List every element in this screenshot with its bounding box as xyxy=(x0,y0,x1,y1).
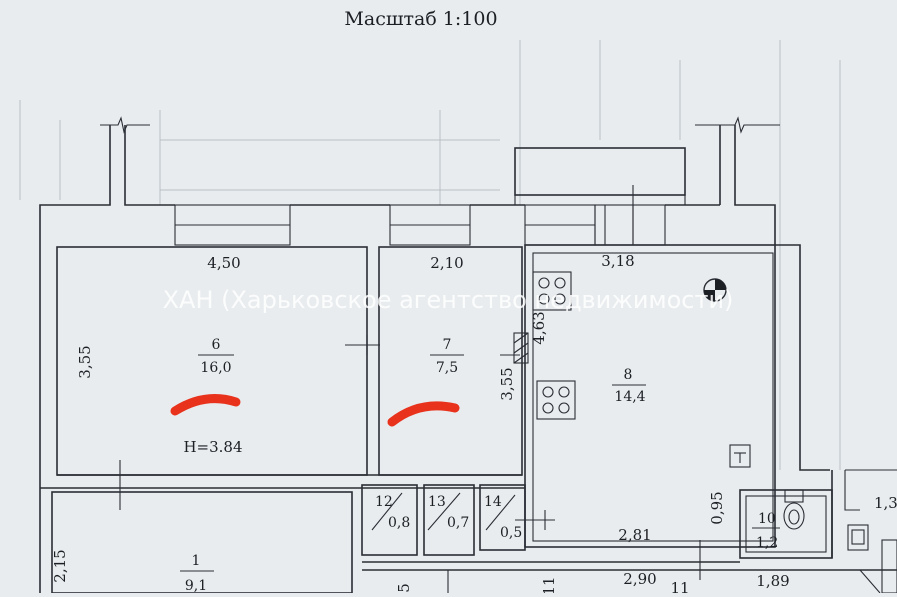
room-13 xyxy=(423,484,475,556)
vent-icon xyxy=(729,444,751,468)
marker-stroke-icon xyxy=(170,394,241,416)
balcony xyxy=(514,147,686,196)
dim-room8-side: 0,95 xyxy=(708,491,726,524)
dim-room10-width: 1,89 xyxy=(756,572,789,590)
room7-area: 7,5 xyxy=(436,360,458,376)
chimney-hatch xyxy=(513,332,529,364)
room1-number: 1 xyxy=(192,553,201,569)
room12-area: 0,8 xyxy=(388,515,410,531)
room6-area: 16,0 xyxy=(200,360,231,376)
room-14 xyxy=(479,484,526,551)
room14-area: 0,5 xyxy=(500,525,522,541)
marker-stroke-icon xyxy=(387,401,460,427)
wall-break-right xyxy=(695,116,780,134)
dim-room8-width: 3,18 xyxy=(601,252,634,270)
room-7: 2,10 3,55 7 7,5 xyxy=(378,246,523,476)
room10-number: 10 xyxy=(758,511,776,527)
small-rooms: 12 0,8 13 0,7 14 0,5 10 1,2 1,3 xyxy=(40,469,897,594)
room13-number: 13 xyxy=(428,494,446,510)
room7-number: 7 xyxy=(443,337,452,353)
room-6: 4,50 3,55 6 16,0 Н=3.84 xyxy=(56,246,380,510)
room-8: 3,18 4,63 8 14,4 2,81 0,95 xyxy=(513,244,776,548)
room6-height: Н=3.84 xyxy=(183,438,242,456)
background-form-lines xyxy=(19,40,841,470)
stove-icon xyxy=(532,271,572,311)
dim-room6-depth: 3,55 xyxy=(76,345,94,378)
room-1: 2,15 1 9,1 xyxy=(51,491,353,594)
dim-edge-right: 1,3 xyxy=(874,494,897,512)
dim-room7-depth: 3,55 xyxy=(498,367,516,400)
dim-edge-bottom-a: 11 xyxy=(670,579,689,593)
wall-break-left xyxy=(100,116,150,134)
room10-area: 1,2 xyxy=(756,535,778,551)
dim-edge-bottom-b: 11 xyxy=(540,576,558,593)
dim-room8-bottom: 2,81 xyxy=(618,526,651,544)
dim-edge-bottom-c: 5 xyxy=(395,583,413,593)
outer-walls xyxy=(39,116,830,593)
corridor: 2,90 1,89 11 11 5 xyxy=(362,540,897,597)
room1-area: 9,1 xyxy=(185,578,207,593)
dim-room8-depth: 4,63 xyxy=(530,311,548,344)
dim-room1-depth: 2,15 xyxy=(51,549,69,582)
room14-number: 14 xyxy=(484,494,502,510)
scale-title: Масштаб 1:100 xyxy=(344,8,497,30)
stove-icon xyxy=(536,380,576,420)
dim-room7-width: 2,10 xyxy=(430,254,463,272)
room6-number: 6 xyxy=(212,337,221,353)
room8-area: 14,4 xyxy=(614,389,645,405)
watermark: ХАН (Харьковское агентство недвижимости) xyxy=(163,286,734,314)
room13-area: 0,7 xyxy=(447,515,469,531)
gas-meter-icon xyxy=(703,278,727,302)
sink-icon xyxy=(847,524,869,551)
dim-corridor: 2,90 xyxy=(623,570,656,588)
room-12 xyxy=(361,484,418,556)
dim-room6-width: 4,50 xyxy=(207,254,240,272)
room12-number: 12 xyxy=(375,494,393,510)
toilet-icon xyxy=(783,489,805,530)
room8-number: 8 xyxy=(624,367,633,383)
